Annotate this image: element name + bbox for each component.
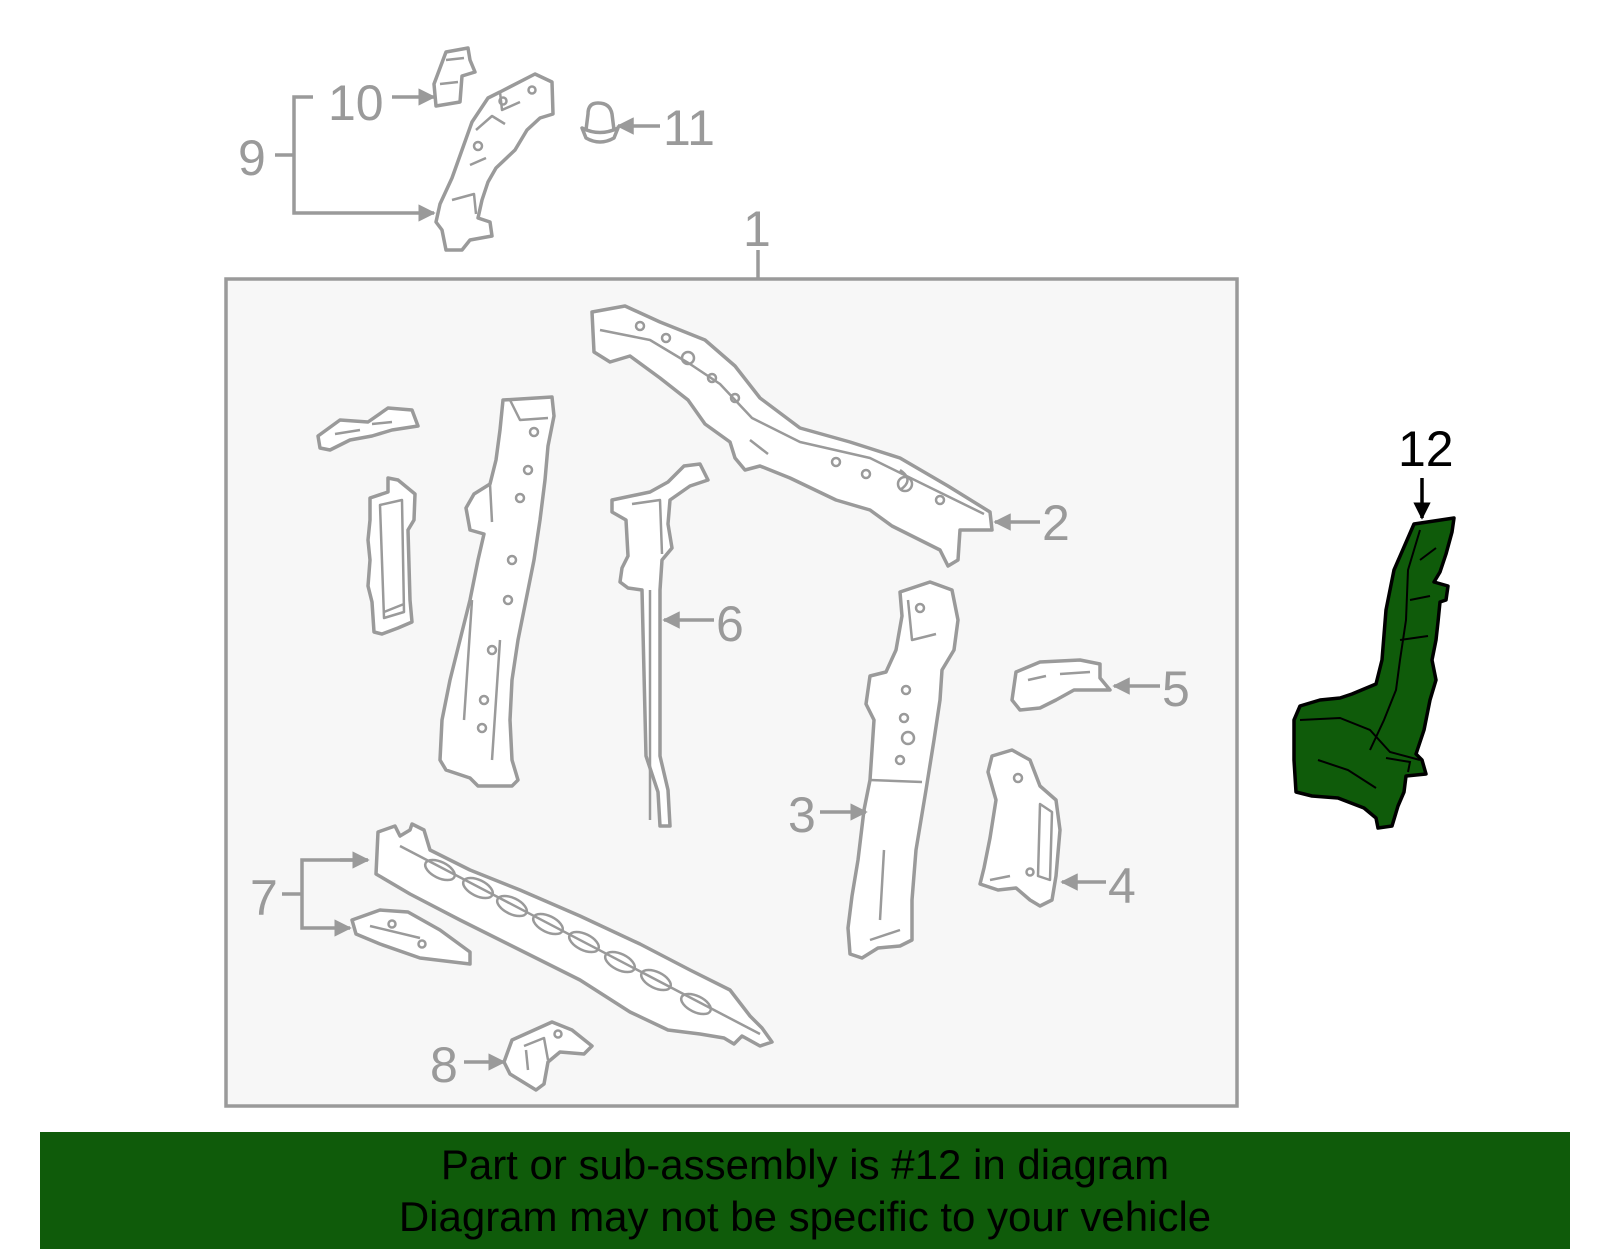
callout-11: 11 bbox=[663, 100, 715, 156]
callout-4: 4 bbox=[1108, 858, 1136, 914]
banner-line-1: Part or sub-assembly is #12 in diagram bbox=[440, 1140, 1170, 1188]
part-11-clip bbox=[580, 101, 620, 144]
callout-12: 12 bbox=[1398, 421, 1454, 477]
left-side-member bbox=[438, 395, 556, 788]
banner-line-2: Diagram may not be specific to your vehi… bbox=[398, 1192, 1212, 1240]
info-banner: Part or sub-assembly is #12 in diagram D… bbox=[40, 1132, 1570, 1249]
part-12-highlighted[interactable] bbox=[1292, 516, 1456, 830]
callout-5: 5 bbox=[1162, 661, 1190, 717]
part-3-right-side-member bbox=[846, 580, 960, 960]
part-6-brace bbox=[610, 462, 710, 828]
callout-7: 7 bbox=[250, 870, 278, 926]
callout-2: 2 bbox=[1042, 495, 1070, 551]
part-5-bracket bbox=[1010, 658, 1112, 712]
callout-3: 3 bbox=[788, 787, 816, 843]
part-2-upper-support bbox=[590, 304, 994, 568]
part-4-bracket bbox=[978, 748, 1062, 908]
left-vertical-bracket bbox=[366, 476, 417, 636]
part-8-bracket bbox=[502, 1020, 594, 1092]
small-bracket-upper-left bbox=[316, 406, 420, 452]
callout-8: 8 bbox=[430, 1037, 458, 1093]
callout-6: 6 bbox=[716, 596, 744, 652]
callout-9: 9 bbox=[238, 130, 266, 186]
part-9-bracket bbox=[434, 72, 555, 252]
callout-1: 1 bbox=[743, 201, 771, 257]
part-7-lower-crossmember bbox=[374, 822, 774, 1048]
callout-10: 10 bbox=[328, 75, 384, 131]
part-7-lower-bracket bbox=[350, 908, 472, 966]
part-10-bracket bbox=[432, 46, 477, 108]
